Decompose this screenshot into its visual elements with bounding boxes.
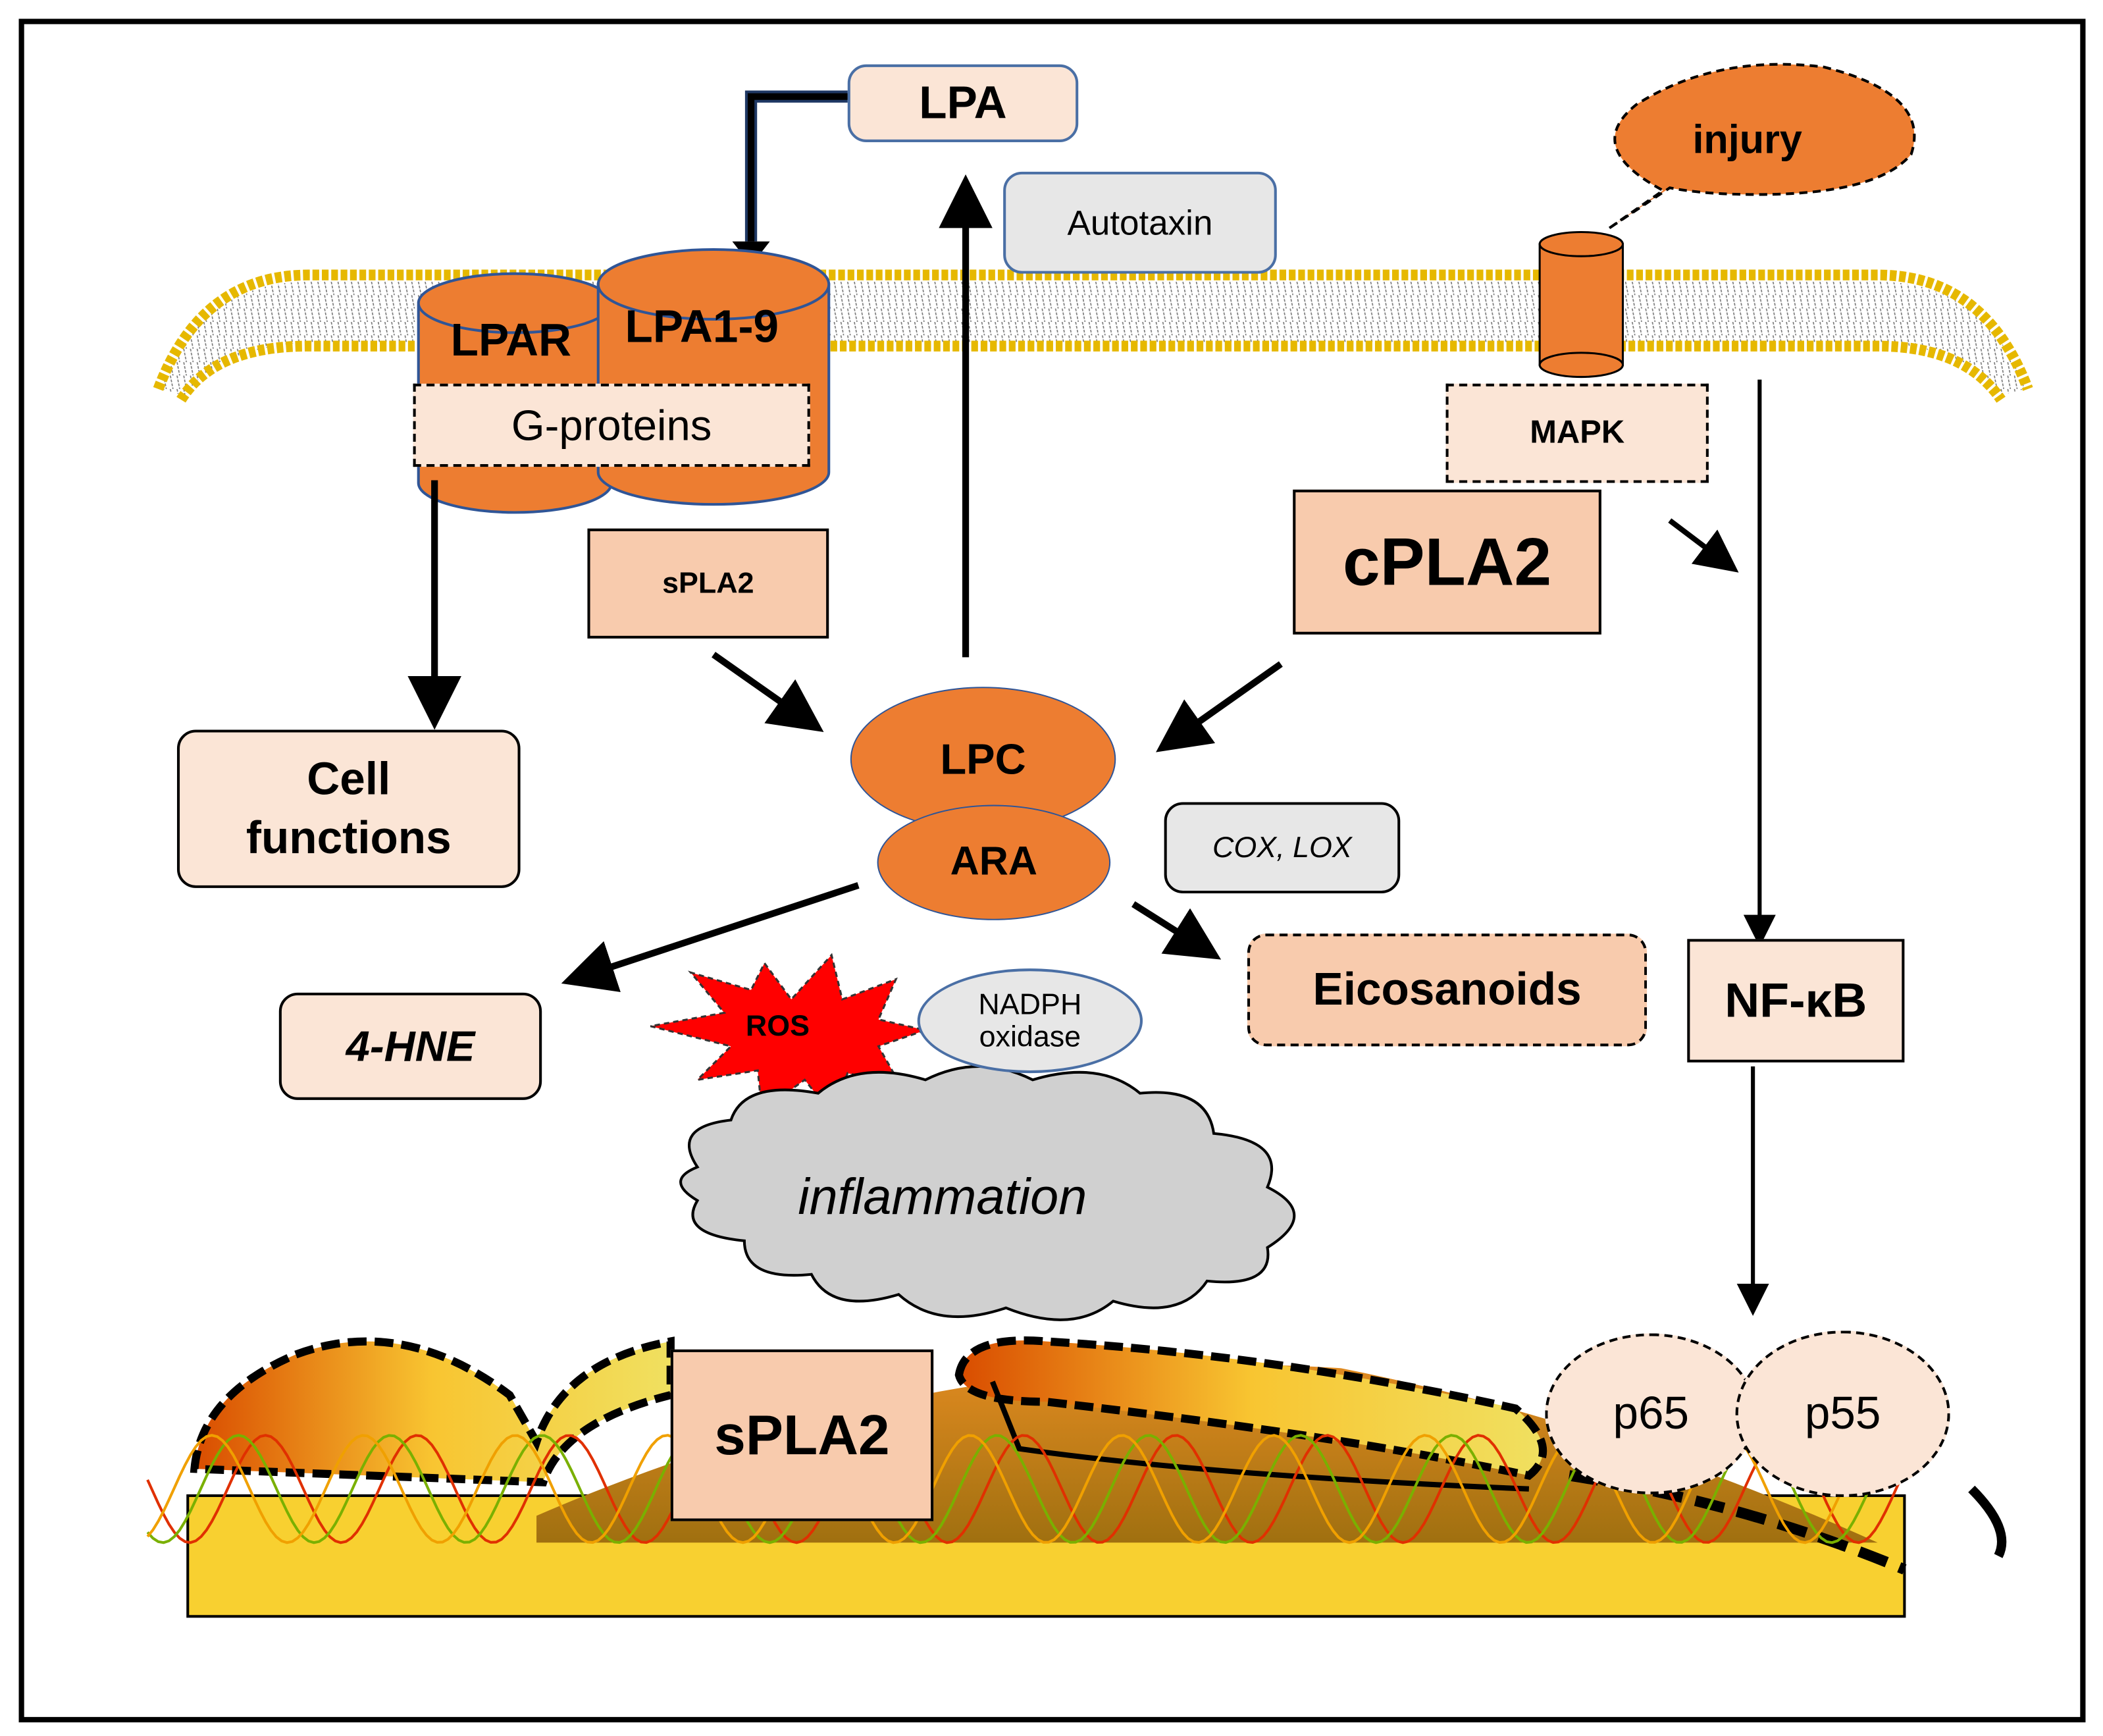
lpa-to-receptor-arrow: [732, 90, 848, 266]
spla2-to-lpc-arrow: [712, 652, 824, 733]
lpar-label: LPAR: [450, 315, 572, 367]
nadph-oxidase-ellipse: NADPH oxidase: [917, 968, 1143, 1074]
nadph-line2: oxidase: [979, 1019, 1081, 1053]
g-proteins-box: G-proteins: [413, 383, 810, 467]
mapk-to-nfkb-arrow: [1668, 518, 1739, 573]
ara-ellipse: ARA: [877, 804, 1111, 920]
ara-to-eicosanoids-arrow: [1131, 901, 1222, 960]
nadph-line1: NADPH: [978, 987, 1082, 1021]
p65-ellipse: p65: [1545, 1333, 1757, 1494]
inflammation-label: inflammation: [798, 1169, 1087, 1226]
cell-functions-line1: Cell: [307, 753, 391, 805]
lpa-box: LPA: [847, 64, 1079, 142]
autotaxin-box: Autotaxin: [1003, 171, 1277, 274]
ros-label: ROS: [745, 1009, 810, 1043]
cell-functions-box: Cell functions: [176, 729, 521, 888]
mapk-box: MAPK: [1445, 383, 1709, 483]
cpla2-box: cPLA2: [1293, 489, 1601, 635]
injury-label: injury: [1692, 118, 1802, 163]
nfkb-box: NF-κB: [1687, 939, 1905, 1063]
cell-functions-line2: functions: [246, 812, 452, 864]
cox-lox-box: COX, LOX: [1164, 802, 1401, 894]
spla2-box-top: sPLA2: [587, 528, 829, 639]
4hne-box: 4-HNE: [278, 992, 542, 1100]
cpla2-to-lpc-arrow: [1156, 661, 1283, 752]
p55-ellipse: p55: [1735, 1330, 1950, 1497]
lpa19-label: LPA1-9: [625, 302, 779, 353]
injury-bubble: [1608, 63, 1916, 230]
eicosanoids-box: Eicosanoids: [1247, 934, 1648, 1047]
spla2-box-bottom: sPLA2: [670, 1349, 934, 1521]
inflammation-cloud: [679, 1065, 1296, 1321]
injury-channel: [1538, 230, 1624, 379]
ara-to-4hne-arrow: [561, 881, 860, 992]
